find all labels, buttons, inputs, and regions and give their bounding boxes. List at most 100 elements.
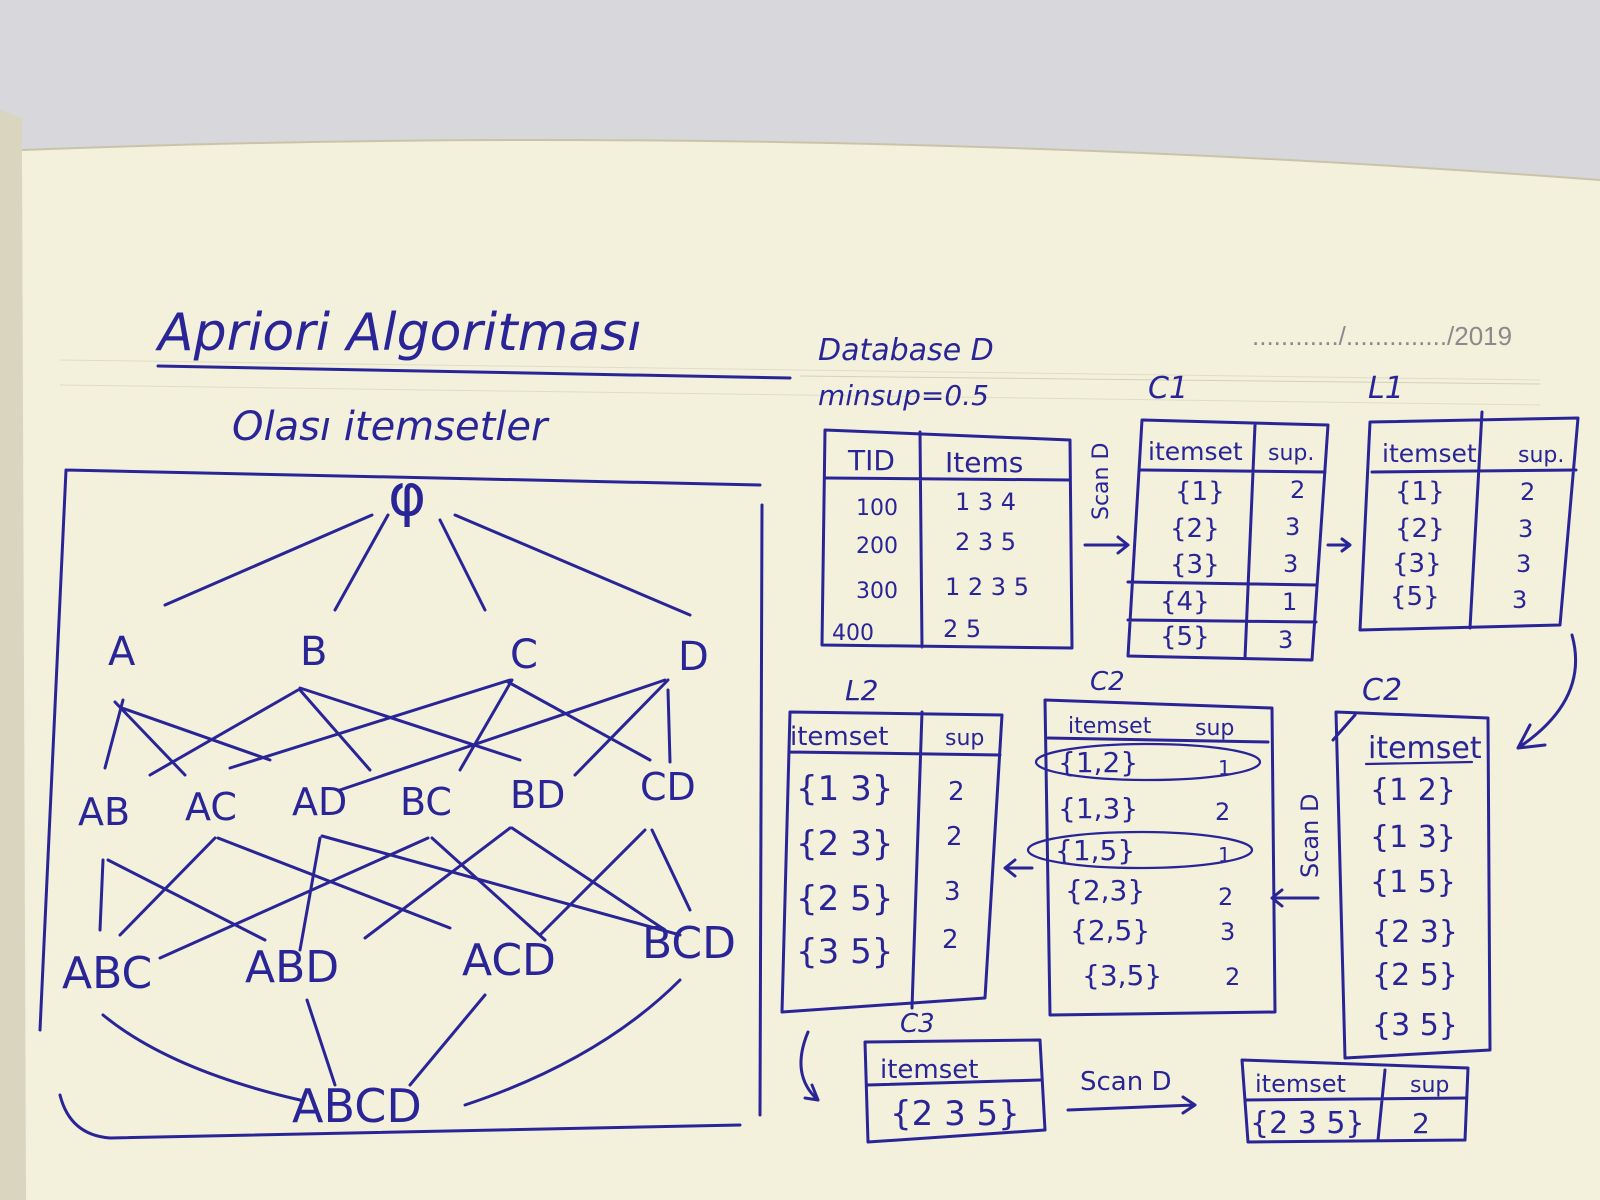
c2-row3-itemset: {1 5} — [1370, 865, 1456, 900]
page-subtitle: Olası itemsetler — [232, 404, 550, 450]
database-label: Database D — [818, 333, 994, 368]
c3-row1-itemset: {2 3 5} — [890, 1094, 1020, 1134]
date-field: ............/............../2019 — [1252, 321, 1512, 351]
table-l3: itemset sup {2 3 5} 2 — [1240, 1058, 1470, 1144]
l2-row2-itemset: {2 3} — [796, 824, 893, 864]
l2-header-itemset: itemset — [790, 722, 888, 752]
lattice-node-C: C — [510, 632, 538, 678]
l1-frame — [1358, 410, 1580, 632]
c2c-header-sup: sup — [1195, 716, 1234, 741]
db-row1-items: 1 3 4 — [955, 488, 1016, 516]
lattice-node-B: B — [300, 629, 327, 675]
l1-header-sup: sup. — [1518, 443, 1564, 468]
table-c1: C1 itemset sup. {1} 2 {2} 3 {3} 3 {4} 1 … — [1126, 371, 1330, 662]
lattice-node-CD: CD — [640, 765, 696, 809]
l1-row2-sup: 3 — [1518, 515, 1533, 543]
c1-row5-itemset: {5} — [1160, 622, 1210, 652]
c2-row4-itemset: {2 3} — [1372, 915, 1458, 950]
l1-row1-itemset: {1} — [1395, 477, 1445, 507]
arrow-right-icon — [1083, 535, 1130, 555]
lattice-node-ABCD: ABCD — [292, 1079, 422, 1133]
l3-row1-sup: 2 — [1412, 1107, 1430, 1140]
l1-row3-itemset: {3} — [1392, 549, 1442, 579]
arrow-c1-l1-icon — [1326, 537, 1352, 553]
c1-header-sup: sup. — [1268, 441, 1314, 466]
c2c-row2-sup: 2 — [1215, 798, 1230, 826]
db-header-tid: TID — [847, 444, 895, 477]
c1-row1-itemset: {1} — [1175, 477, 1225, 507]
c2-header-itemset: itemset — [1368, 731, 1482, 766]
scan-arrow-c2: Scan D — [1270, 794, 1324, 908]
lattice-frame — [38, 468, 764, 1140]
arrow-c3-l3-icon — [1066, 1095, 1197, 1115]
l1-row2-itemset: {2} — [1395, 514, 1445, 544]
db-row1-tid: 100 — [856, 496, 898, 521]
lattice-nodes: φ A B C D AB AC AD BC BD CD ABC ABD ACD … — [62, 461, 736, 1133]
l1-row1-sup: 2 — [1520, 478, 1535, 506]
l2-row1-sup: 2 — [948, 777, 965, 807]
c2c-row1-strike-oval — [1034, 742, 1262, 782]
table-c3: C3 itemset {2 3 5} — [863, 1009, 1047, 1144]
c1-row3-sup: 3 — [1283, 550, 1298, 578]
page-title: Apriori Algoritması — [155, 303, 642, 363]
notebook-edge — [0, 110, 26, 1200]
l2-row4-itemset: {3 5} — [796, 932, 893, 972]
scan-arrow-c3-l3: Scan D — [1066, 1067, 1197, 1115]
c2c-row3-itemset: {1,5} — [1055, 834, 1135, 867]
c2-row5-itemset: {2 5} — [1372, 958, 1458, 993]
lattice-root-phi: φ — [388, 461, 426, 529]
lattice-node-ABD: ABD — [245, 942, 339, 993]
table-c2-counted: C2 itemset sup {1,2} 1 {1,3} 2 {1,5} 1 {… — [1026, 667, 1277, 1017]
lattice-node-D: D — [678, 634, 709, 680]
lattice-node-BD: BD — [510, 773, 565, 817]
minsup-label: minsup=0.5 — [818, 379, 989, 412]
l3-row1-itemset: {2 3 5} — [1250, 1106, 1365, 1141]
c2-frame — [1331, 710, 1492, 1060]
paper-sheet — [22, 140, 1600, 1200]
lattice-node-AB: AB — [78, 790, 130, 834]
c2-counted-label: C2 — [1090, 667, 1125, 697]
c3-label: C3 — [900, 1009, 935, 1039]
l1-label: L1 — [1368, 371, 1404, 406]
lattice-node-ACD: ACD — [462, 935, 556, 986]
lattice-edges — [98, 513, 692, 1107]
lattice-node-AD: AD — [292, 780, 347, 824]
c2c-row6-itemset: {3,5} — [1082, 959, 1162, 992]
l2-row3-itemset: {2 5} — [796, 879, 893, 919]
arrow-l1-c2-icon — [1516, 633, 1578, 750]
c1-frame — [1126, 418, 1330, 662]
db-header-items: Items — [945, 446, 1023, 479]
l2-row4-sup: 2 — [942, 925, 959, 955]
l2-row1-itemset: {1 3} — [796, 769, 893, 809]
c3-frame — [863, 1038, 1047, 1144]
c2c-row6-sup: 2 — [1225, 963, 1240, 991]
c2c-row4-sup: 2 — [1218, 883, 1233, 911]
c2-label: C2 — [1362, 673, 1402, 708]
paper-top-edge — [21, 139, 1600, 181]
l3-header-itemset: itemset — [1255, 1070, 1346, 1098]
db-row2-tid: 200 — [856, 534, 898, 559]
arrow-c2-l2-icon — [1003, 858, 1034, 878]
c1-row3-itemset: {3} — [1170, 550, 1220, 580]
db-row4-items: 2 5 — [943, 615, 981, 643]
db-row3-tid: 300 — [856, 579, 898, 604]
l3-frame — [1240, 1058, 1470, 1144]
c1-row4-sup: 1 — [1282, 588, 1297, 616]
arrow-left-icon — [1270, 888, 1320, 908]
l2-row3-sup: 3 — [944, 877, 961, 907]
table-l2: L2 itemset sup {1 3} 2 {2 3} 2 {2 5} 3 {… — [780, 674, 1004, 1014]
c3-header-itemset: itemset — [880, 1055, 978, 1085]
scan-arrow-db-c1: Scan D — [1083, 443, 1130, 555]
scan-label-1: Scan D — [1089, 443, 1114, 520]
l2-row2-sup: 2 — [946, 822, 963, 852]
db-row4-tid: 400 — [832, 621, 874, 646]
c2c-row1-sup: 1 — [1218, 756, 1231, 780]
c1-row4-itemset: {4} — [1160, 587, 1210, 617]
c2c-row4-itemset: {2,3} — [1065, 874, 1145, 907]
c2-header-underline — [1364, 760, 1474, 766]
c1-row2-sup: 3 — [1285, 513, 1300, 541]
scan-label-2: Scan D — [1296, 794, 1324, 878]
lattice-node-BCD: BCD — [642, 918, 736, 969]
